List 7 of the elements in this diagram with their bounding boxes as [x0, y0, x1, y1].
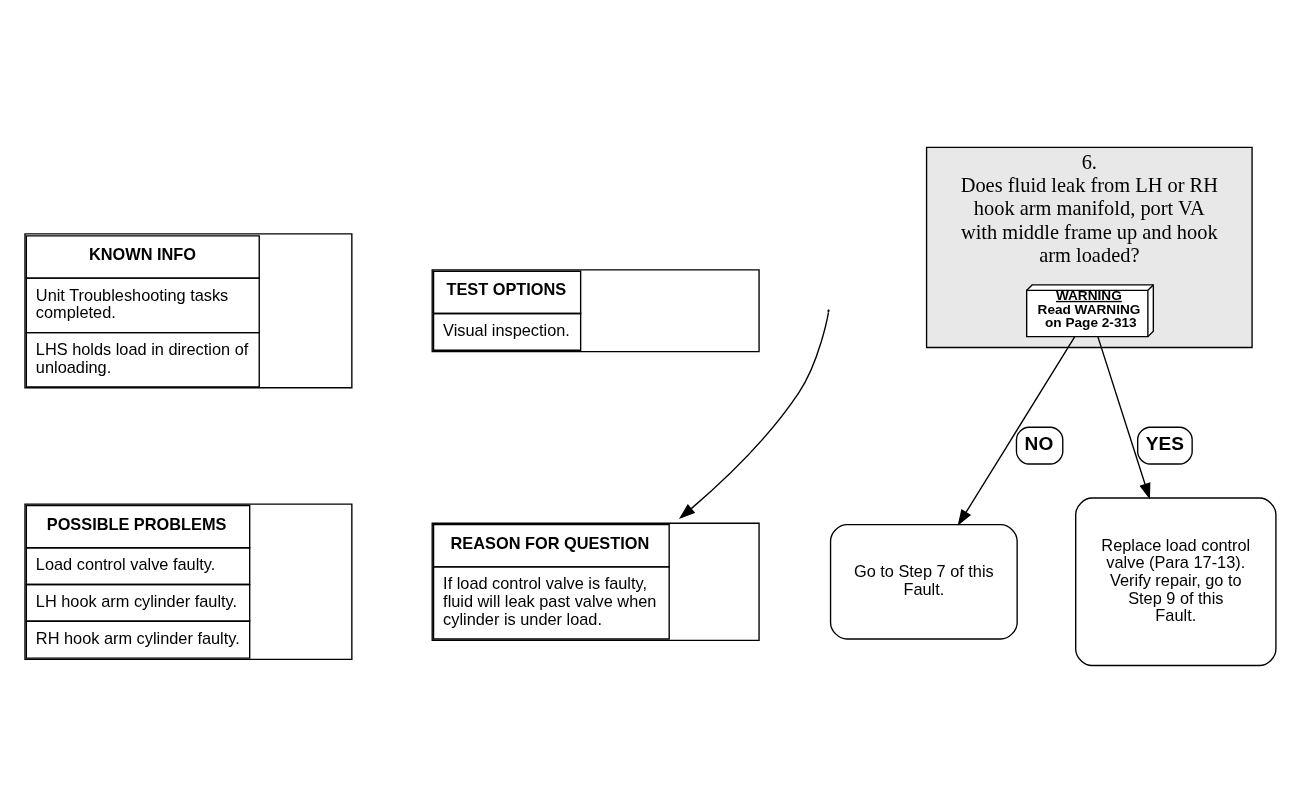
edge-label: YES [1145, 432, 1184, 454]
arrow [678, 311, 830, 519]
node-box: Go to Step 7 of this Fault. [829, 523, 1018, 640]
arrow [957, 335, 1076, 526]
edge-label: NO [1024, 432, 1054, 454]
arrow [1097, 335, 1151, 499]
node-box: Replace load control valve (Para 17-13). Verify repair, go to Step 9 of this Fault. [1075, 496, 1277, 666]
